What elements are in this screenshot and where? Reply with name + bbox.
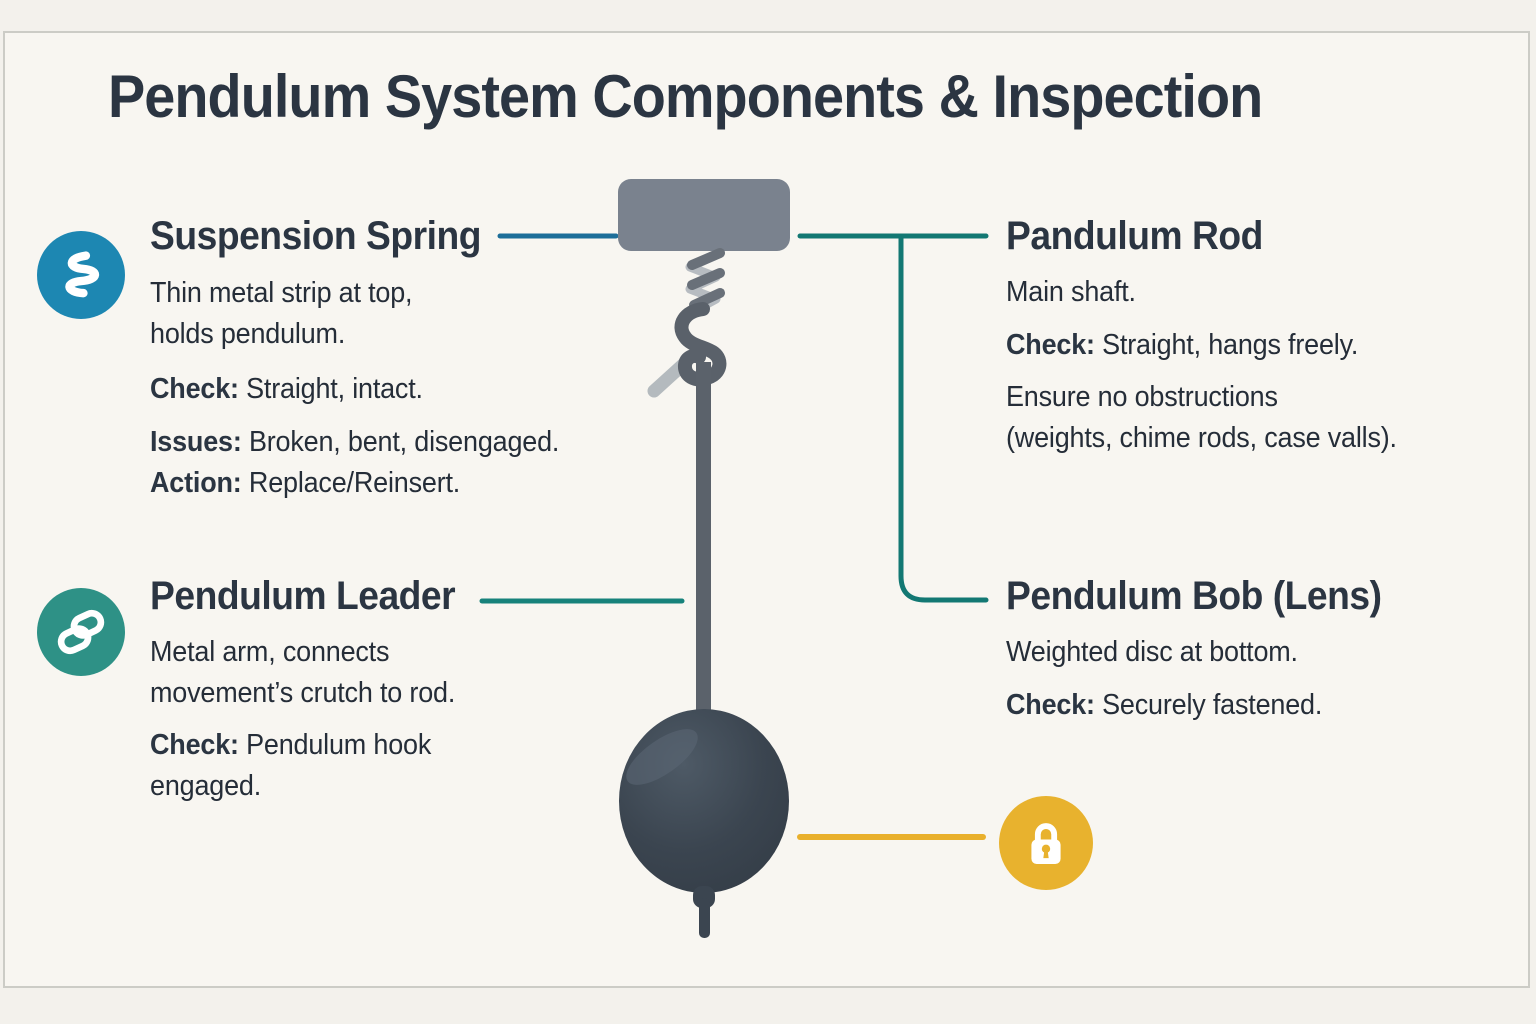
suspension-spring-issues: Issues: Broken, bent, disengaged. Action… xyxy=(150,426,560,499)
pendulum-bob-desc: Weighted disc at bottom. xyxy=(1006,636,1298,668)
suspension-spring-heading: Suspension Spring xyxy=(150,214,482,258)
pendulum-rod-note: Ensure no obstructions (weights, chime r… xyxy=(1006,381,1397,454)
link-icon xyxy=(37,588,125,676)
pendulum-leader-heading: Pendulum Leader xyxy=(150,574,456,618)
suspension-spring-check: Check: Straight, intact. xyxy=(150,373,423,405)
page-title: Pendulum System Components & Inspection xyxy=(108,63,1263,130)
pendulum-leader-desc: Metal arm, connects movement’s crutch to… xyxy=(150,636,456,709)
lock-icon xyxy=(999,796,1093,890)
pendulum-bob-check: Check: Securely fastened. xyxy=(1006,689,1323,721)
pendulum-bob-heading: Pendulum Bob (Lens) xyxy=(1006,574,1382,618)
content-panel xyxy=(3,31,1530,988)
suspension-spring-desc: Thin metal strip at top, holds pendulum. xyxy=(150,277,413,350)
pendulum-leader-check: Check: Pendulum hook engaged. xyxy=(150,729,432,802)
pendulum-rod-desc: Main shaft. xyxy=(1006,276,1136,308)
pendulum-rod-check: Check: Straight, hangs freely. xyxy=(1006,329,1359,361)
spring-icon xyxy=(37,231,125,319)
pendulum-rod-heading: Pandulum Rod xyxy=(1006,214,1263,258)
